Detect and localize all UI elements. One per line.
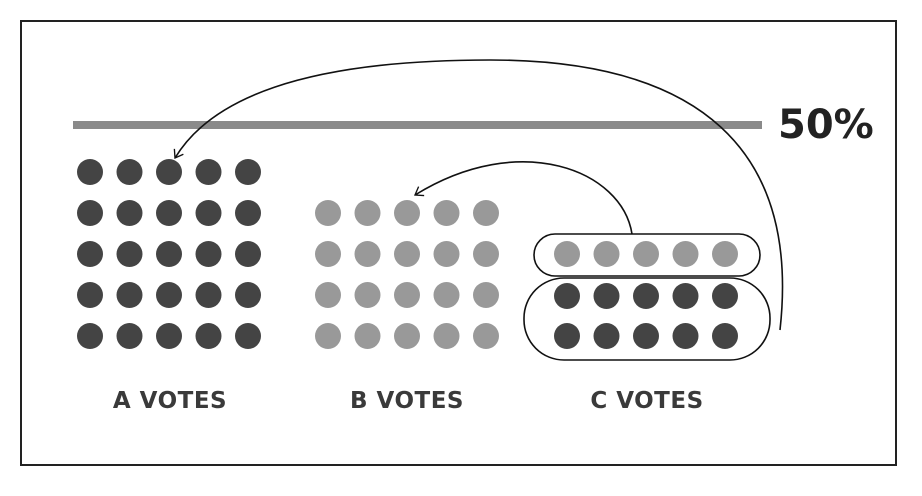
a-vote-dot <box>235 159 261 185</box>
c-vote-dot <box>593 241 620 267</box>
c-vote-dot <box>712 283 738 309</box>
a-vote-dot <box>195 241 222 267</box>
a-vote-dot <box>116 241 143 267</box>
b-vote-dot <box>433 200 460 226</box>
a-votes-label: A VOTES <box>113 388 227 414</box>
a-vote-dot <box>156 200 182 226</box>
c-vote-dot <box>712 323 738 349</box>
a-votes-dots <box>77 159 261 349</box>
b-votes-label: B VOTES <box>350 388 464 414</box>
a-vote-dot <box>116 282 143 308</box>
a-vote-dot <box>156 159 182 185</box>
a-vote-dot <box>195 282 222 308</box>
a-vote-dot <box>77 323 103 349</box>
c-vote-dot <box>633 241 659 267</box>
b-vote-dot <box>394 282 420 308</box>
c-vote-dot <box>593 323 620 349</box>
a-vote-dot <box>235 323 261 349</box>
a-vote-dot <box>235 241 261 267</box>
a-vote-dot <box>156 241 182 267</box>
b-vote-dot <box>473 200 499 226</box>
c-vote-dot <box>712 241 738 267</box>
b-vote-dot <box>354 323 381 349</box>
b-vote-dot <box>354 200 381 226</box>
b-vote-dot <box>315 282 341 308</box>
c-vote-dot <box>554 241 580 267</box>
a-vote-dot <box>195 159 222 185</box>
a-vote-dot <box>195 323 222 349</box>
c-votes-label: C VOTES <box>590 388 703 414</box>
c-votes-group-b-transfer <box>533 233 761 277</box>
b-vote-dot <box>315 200 341 226</box>
b-vote-dot <box>433 323 460 349</box>
c-vote-dot <box>593 283 620 309</box>
b-vote-dot <box>473 241 499 267</box>
a-vote-dot <box>235 200 261 226</box>
b-vote-dot <box>354 282 381 308</box>
a-vote-dot <box>77 159 103 185</box>
b-vote-dot <box>394 323 420 349</box>
c-vote-dot <box>672 241 699 267</box>
c-vote-dot <box>633 283 659 309</box>
arrow-c-to-a <box>173 59 784 331</box>
c-votes-dots <box>554 241 738 349</box>
c-vote-dot <box>672 283 699 309</box>
b-vote-dot <box>315 241 341 267</box>
a-vote-dot <box>77 200 103 226</box>
b-vote-dot <box>433 282 460 308</box>
b-vote-dot <box>473 282 499 308</box>
c-votes-group-a-transfer <box>523 277 771 361</box>
a-vote-dot <box>156 282 182 308</box>
b-vote-dot <box>394 241 420 267</box>
b-vote-dot <box>315 323 341 349</box>
b-vote-dot <box>394 200 420 226</box>
a-vote-dot <box>116 323 143 349</box>
threshold-label: 50% <box>778 102 874 148</box>
arrow-c-to-b <box>413 161 633 235</box>
a-vote-dot <box>77 282 103 308</box>
a-vote-dot <box>235 282 261 308</box>
b-vote-dot <box>354 241 381 267</box>
b-vote-dot <box>433 241 460 267</box>
a-vote-dot <box>156 323 182 349</box>
a-vote-dot <box>77 241 103 267</box>
c-vote-dot <box>633 323 659 349</box>
a-vote-dot <box>116 159 143 185</box>
c-vote-dot <box>554 283 580 309</box>
a-vote-dot <box>116 200 143 226</box>
a-vote-dot <box>195 200 222 226</box>
b-votes-dots <box>315 200 499 349</box>
b-vote-dot <box>473 323 499 349</box>
c-vote-dot <box>554 323 580 349</box>
c-vote-dot <box>672 323 699 349</box>
